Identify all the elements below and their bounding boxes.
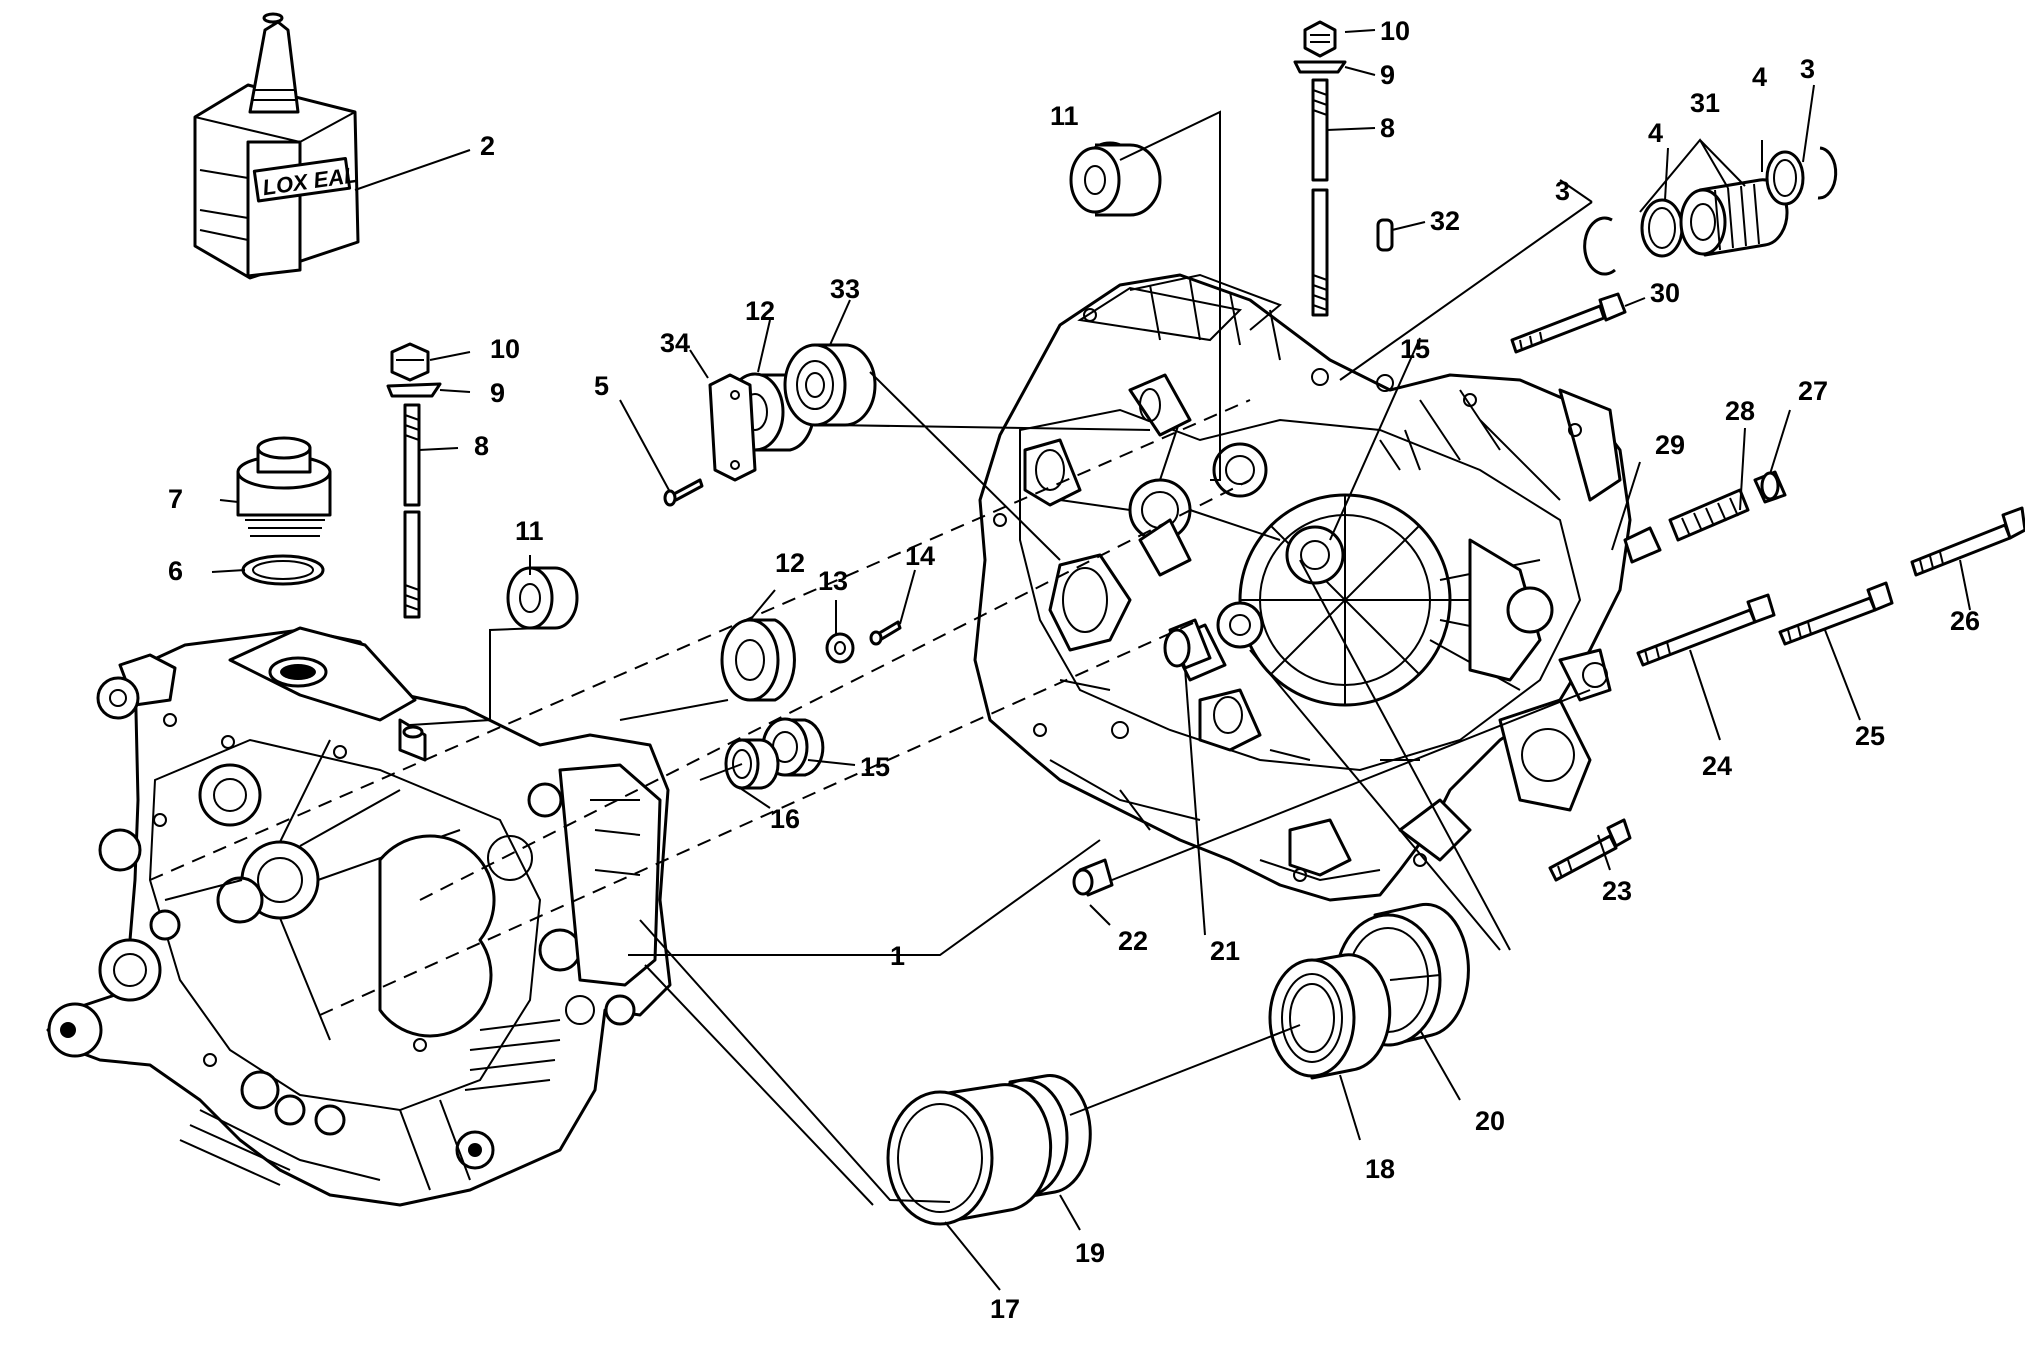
screw-14 bbox=[869, 620, 902, 646]
left-stud-assembly bbox=[386, 342, 442, 619]
callout-9-top: 9 bbox=[1380, 60, 1395, 90]
callout-30: 30 bbox=[1650, 278, 1680, 308]
callout-9-left: 9 bbox=[490, 378, 505, 408]
bearing-11-left bbox=[506, 566, 579, 630]
callout-8-top: 8 bbox=[1380, 113, 1395, 143]
washer-13 bbox=[825, 632, 855, 664]
callout-15-left: 15 bbox=[860, 752, 890, 782]
retainer-plate-34 bbox=[708, 373, 757, 482]
circlip-3-right bbox=[1817, 146, 1838, 200]
callout-4-right: 4 bbox=[1752, 62, 1767, 92]
callout-19: 19 bbox=[1075, 1238, 1105, 1268]
callout-21: 21 bbox=[1210, 936, 1240, 966]
sealant-bottle: LOX EAL bbox=[193, 12, 360, 280]
callout-17: 17 bbox=[990, 1294, 1020, 1324]
callout-11-top: 11 bbox=[1050, 101, 1079, 131]
bearing-33 bbox=[783, 343, 877, 427]
bolt-23 bbox=[1548, 818, 1632, 882]
ring-17 bbox=[886, 1083, 1053, 1226]
o-ring bbox=[241, 554, 325, 586]
bolt-26 bbox=[1910, 506, 2025, 577]
ring-4-left bbox=[1640, 198, 1684, 258]
callout-7: 7 bbox=[168, 484, 183, 514]
callout-labels: 10 9 8 11 32 3 31 4 3 4 30 2 10 9 8 7 6 … bbox=[168, 16, 1980, 1324]
callout-11-left: 11 bbox=[515, 516, 544, 546]
callout-25: 25 bbox=[1855, 721, 1885, 751]
callout-14: 14 bbox=[905, 541, 935, 571]
assembly-axes bbox=[149, 399, 1251, 1016]
circlip-3-left bbox=[1583, 216, 1616, 276]
oil-filter-plug bbox=[236, 436, 332, 537]
callout-3-right: 3 bbox=[1800, 54, 1815, 84]
callout-3-left: 3 bbox=[1555, 176, 1570, 206]
callout-12-top: 12 bbox=[745, 296, 775, 326]
callout-20: 20 bbox=[1475, 1106, 1505, 1136]
callout-10-left: 10 bbox=[490, 334, 520, 364]
callout-33: 33 bbox=[830, 274, 860, 304]
bushing-16 bbox=[724, 738, 780, 790]
ring-4-right bbox=[1765, 150, 1805, 206]
callout-32: 32 bbox=[1430, 206, 1460, 236]
dowel-32 bbox=[1376, 218, 1394, 252]
bushing-22 bbox=[1072, 858, 1114, 897]
bearing-12-middle bbox=[720, 618, 796, 702]
bolt-24 bbox=[1636, 593, 1776, 667]
callout-5: 5 bbox=[594, 371, 609, 401]
callout-6: 6 bbox=[168, 556, 183, 586]
callout-22: 22 bbox=[1118, 926, 1148, 956]
callout-18: 18 bbox=[1365, 1154, 1395, 1184]
plunger-29 bbox=[1623, 526, 1662, 564]
callout-27: 27 bbox=[1798, 376, 1828, 406]
screw-5 bbox=[663, 478, 704, 507]
plug-27 bbox=[1753, 470, 1787, 504]
callout-15-right: 15 bbox=[1400, 334, 1430, 364]
callout-13: 13 bbox=[818, 566, 848, 596]
callout-29: 29 bbox=[1655, 430, 1685, 460]
bolt-25 bbox=[1778, 581, 1894, 646]
left-crankcase-half bbox=[46, 626, 672, 1207]
callout-23: 23 bbox=[1602, 876, 1632, 906]
callout-16: 16 bbox=[770, 804, 800, 834]
needle-bearing-31 bbox=[1679, 178, 1789, 257]
callout-4-left: 4 bbox=[1648, 118, 1663, 148]
callout-26: 26 bbox=[1950, 606, 1980, 636]
bearing-18 bbox=[1268, 953, 1392, 1080]
bearing-11-right bbox=[1069, 141, 1162, 217]
right-crankcase-half bbox=[973, 273, 1632, 902]
callout-31: 31 bbox=[1690, 88, 1720, 118]
callout-12-mid: 12 bbox=[775, 548, 805, 578]
bushing-21 bbox=[1163, 618, 1212, 670]
callout-8-left: 8 bbox=[474, 431, 489, 461]
callout-1: 1 bbox=[890, 941, 905, 971]
spring-28 bbox=[1668, 488, 1750, 542]
callout-34: 34 bbox=[660, 328, 690, 358]
bolt-30 bbox=[1510, 292, 1627, 354]
callout-28: 28 bbox=[1725, 396, 1755, 426]
callout-10-top: 10 bbox=[1380, 16, 1410, 46]
leader-lines bbox=[211, 29, 1971, 1291]
callout-2: 2 bbox=[480, 131, 495, 161]
right-stud-assembly bbox=[1293, 20, 1347, 317]
callout-24: 24 bbox=[1702, 751, 1732, 781]
